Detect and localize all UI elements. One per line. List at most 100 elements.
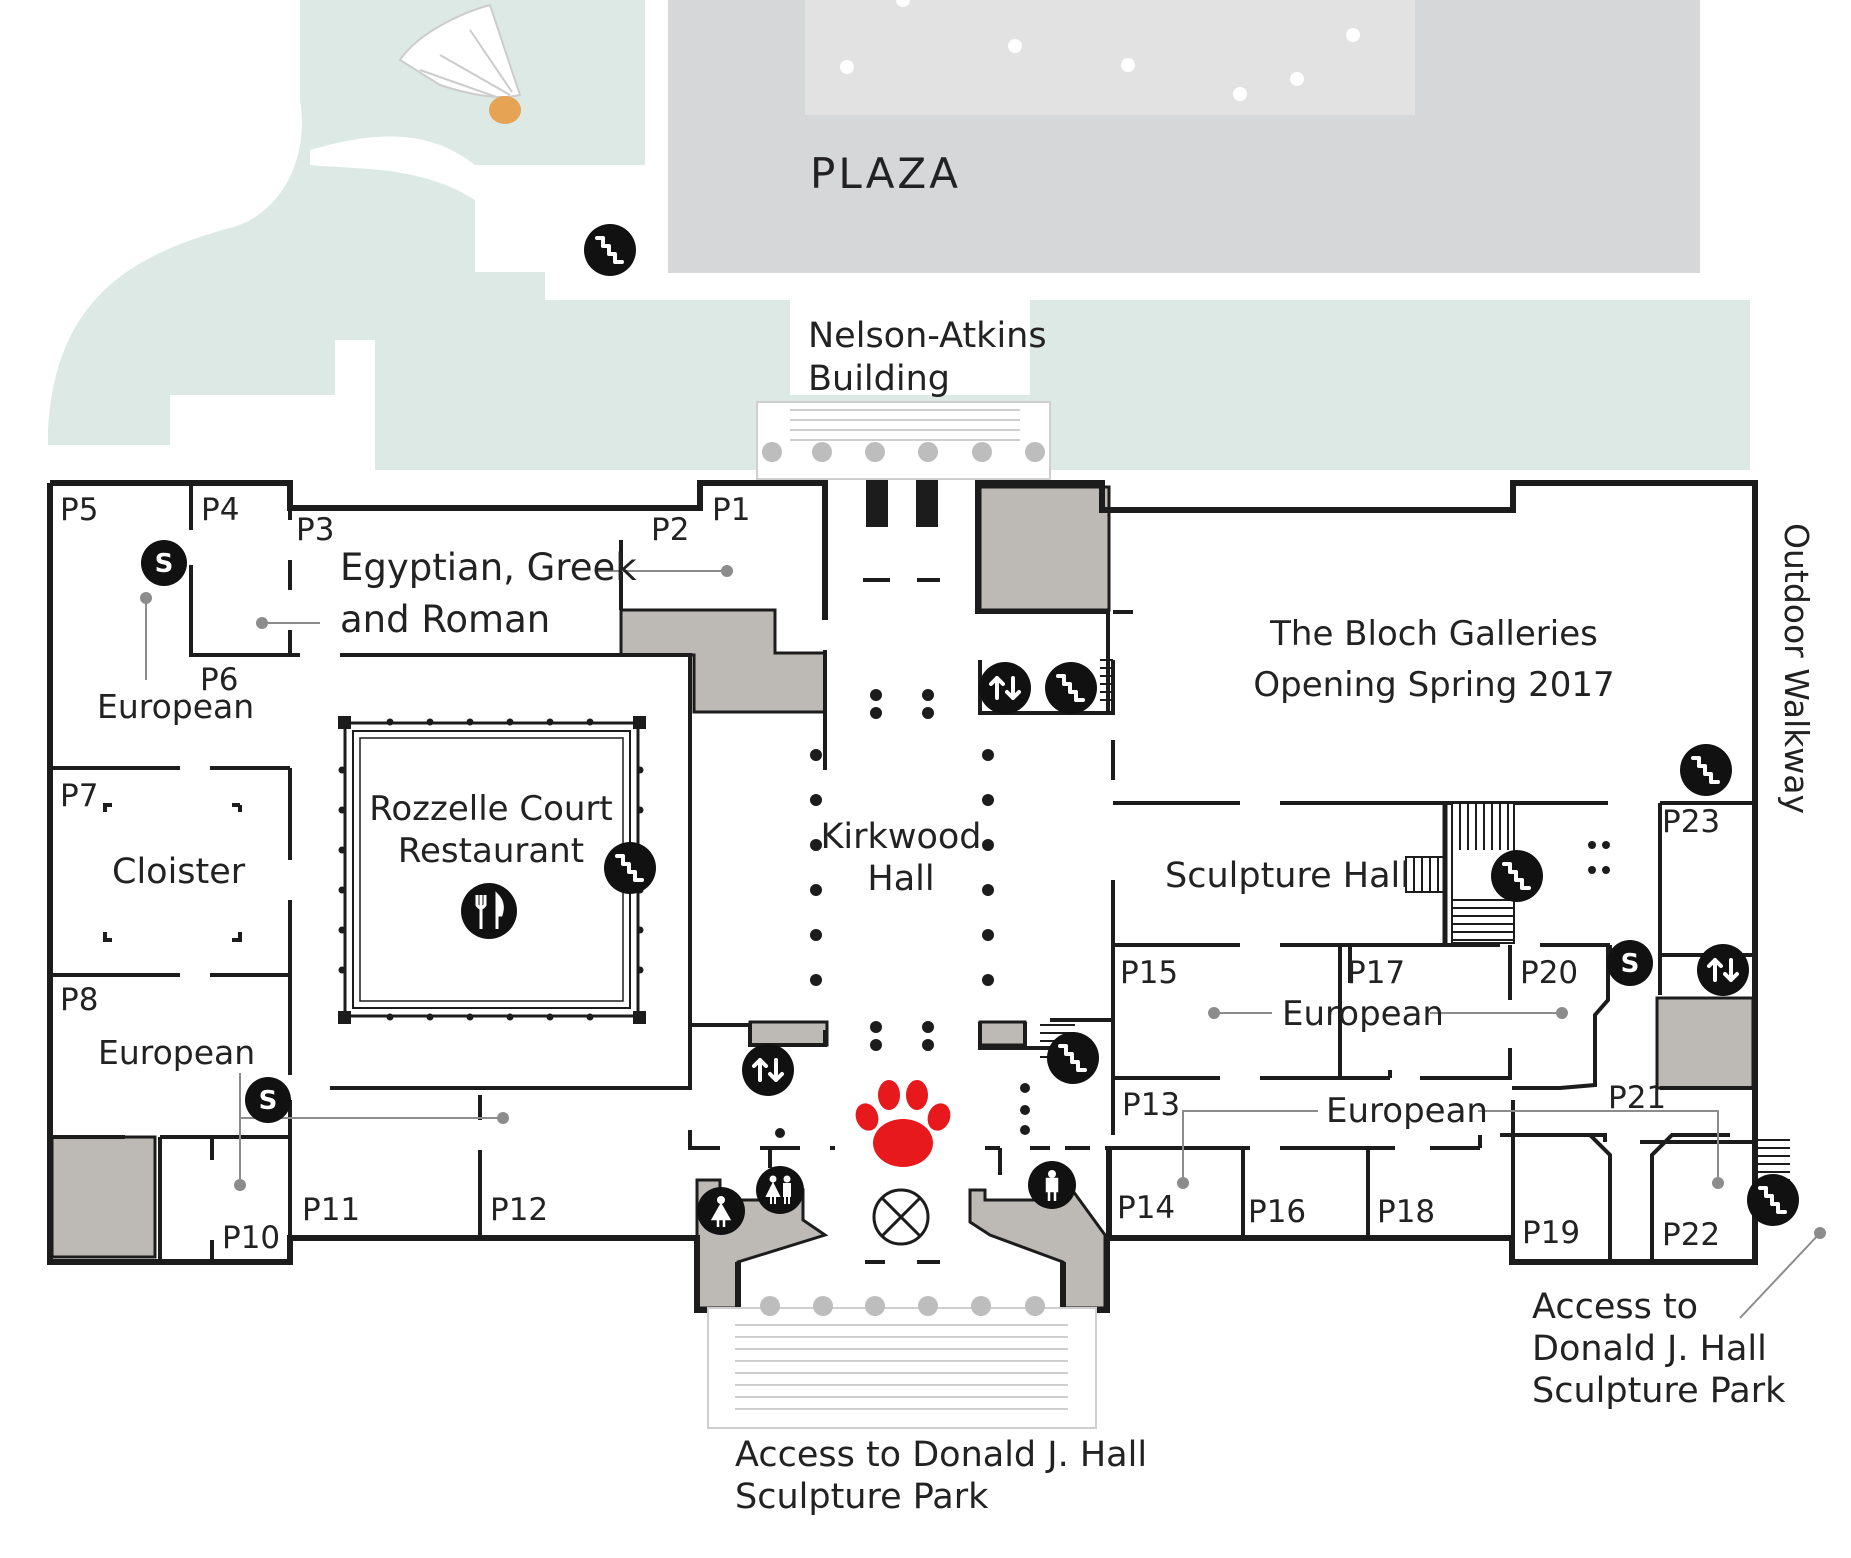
stairs-icon[interactable] xyxy=(1680,744,1732,796)
column-dot xyxy=(1020,1083,1030,1093)
gallery-p3[interactable]: P3 xyxy=(296,512,334,548)
shuttlecock-sculpture-icon xyxy=(398,3,522,124)
stairs-icon[interactable] xyxy=(584,224,636,276)
european-p17-label: European xyxy=(1282,994,1444,1034)
stairs-icon[interactable] xyxy=(1047,1032,1099,1084)
gallery-p17[interactable]: P17 xyxy=(1347,955,1405,991)
column-dot xyxy=(1588,841,1596,849)
gallery-p4[interactable]: P4 xyxy=(201,492,239,528)
column-dot xyxy=(810,794,822,806)
column-dot xyxy=(546,718,554,726)
svg-text:S: S xyxy=(259,1086,278,1116)
shop-icon[interactable]: S xyxy=(1607,940,1653,986)
stairs-icon[interactable] xyxy=(604,842,656,894)
access-south-label-2: Sculpture Park xyxy=(735,1477,989,1517)
column-dot xyxy=(982,749,994,761)
gallery-p19[interactable]: P19 xyxy=(1522,1215,1580,1251)
north-entrance-steps xyxy=(756,401,1051,480)
column-dot xyxy=(1602,841,1610,849)
bloch-label-2: Opening Spring 2017 xyxy=(1253,665,1614,705)
european-p6-label: European xyxy=(97,687,254,726)
callout-lines xyxy=(140,565,1826,1319)
gallery-p2[interactable]: P2 xyxy=(651,512,689,548)
column-dot xyxy=(338,846,346,854)
gallery-p23[interactable]: P23 xyxy=(1662,804,1720,840)
column-dot xyxy=(338,926,346,934)
egyptian-label-1: Egyptian, Greek xyxy=(340,546,637,589)
kirkwood-stair-hatches xyxy=(1040,659,1790,1189)
kirkwood-label-1: Kirkwood xyxy=(820,817,981,857)
column-dot xyxy=(506,718,514,726)
column-dot xyxy=(426,718,434,726)
column-dot xyxy=(338,766,346,774)
column-dot xyxy=(546,1013,554,1021)
gallery-p8[interactable]: P8 xyxy=(60,982,98,1018)
gallery-p14[interactable]: P14 xyxy=(1117,1190,1175,1226)
access-east-label-3: Sculpture Park xyxy=(1532,1371,1786,1411)
column-dot xyxy=(982,794,994,806)
column-dot xyxy=(1602,866,1610,874)
column-dot xyxy=(982,929,994,941)
gallery-p13[interactable]: P13 xyxy=(1122,1087,1180,1123)
sculpture-hall-label: Sculpture Hall xyxy=(1165,856,1410,896)
access-south-label-1: Access to Donald J. Hall xyxy=(735,1435,1147,1475)
column-dot xyxy=(466,718,474,726)
column-dot xyxy=(636,806,644,814)
gallery-p18[interactable]: P18 xyxy=(1377,1194,1435,1230)
column-dot xyxy=(922,689,934,701)
stairs-icon[interactable] xyxy=(1045,662,1097,714)
column-dot xyxy=(338,806,346,814)
column-dot xyxy=(810,974,822,986)
elevator-icon[interactable] xyxy=(742,1044,794,1096)
column-dot xyxy=(810,839,822,851)
gallery-p15[interactable]: P15 xyxy=(1120,955,1178,991)
gallery-p12[interactable]: P12 xyxy=(490,1192,548,1228)
rozzelle-label-2: Restaurant xyxy=(398,831,584,871)
bloch-label-1: The Bloch Galleries xyxy=(1269,614,1598,654)
shop-icon[interactable]: S xyxy=(245,1077,291,1123)
nelson-atkins-label-2: Building xyxy=(808,359,950,399)
gallery-p16[interactable]: P16 xyxy=(1248,1194,1306,1230)
restaurant-icon[interactable] xyxy=(461,883,517,939)
restroom-family-icon[interactable] xyxy=(756,1166,804,1214)
plaza-fountain-jets xyxy=(840,0,1360,101)
kirkwood-hall-columns xyxy=(775,689,1610,1138)
south-entrance-steps xyxy=(707,1296,1097,1429)
column-dot xyxy=(1588,866,1596,874)
stairs-icon[interactable] xyxy=(1491,850,1543,902)
column-dot xyxy=(386,1013,394,1021)
column-dot xyxy=(426,1013,434,1021)
column-dot xyxy=(922,1021,934,1033)
column-dot xyxy=(586,1013,594,1021)
restroom-women-icon[interactable] xyxy=(697,1187,745,1235)
column-dot xyxy=(338,966,346,974)
plaza-label: PLAZA xyxy=(810,149,961,198)
elevator-icon[interactable] xyxy=(979,662,1031,714)
gallery-p10[interactable]: P10 xyxy=(222,1220,280,1256)
svg-text:S: S xyxy=(155,549,174,579)
stairs-icon[interactable] xyxy=(1747,1174,1799,1226)
outdoor-walkway-label: Outdoor Walkway xyxy=(1777,523,1816,814)
gallery-p7[interactable]: P7 xyxy=(60,778,98,814)
column-dot xyxy=(982,974,994,986)
gallery-p1[interactable]: P1 xyxy=(712,492,750,528)
column-dot xyxy=(870,1021,882,1033)
access-east-label-1: Access to xyxy=(1532,1287,1698,1327)
gallery-p22[interactable]: P22 xyxy=(1662,1217,1720,1253)
column-dot xyxy=(810,749,822,761)
gallery-p20[interactable]: P20 xyxy=(1520,955,1578,991)
gallery-p5[interactable]: P5 xyxy=(60,492,98,528)
gallery-p11[interactable]: P11 xyxy=(302,1192,360,1228)
column-dot xyxy=(922,1039,934,1051)
column-dot xyxy=(338,886,346,894)
gallery-p6[interactable]: P6 xyxy=(200,662,238,698)
svg-text:S: S xyxy=(1621,949,1640,979)
gallery-p21[interactable]: P21 xyxy=(1608,1080,1666,1116)
elevator-icon[interactable] xyxy=(1697,944,1749,996)
shop-icon[interactable]: S xyxy=(141,540,187,586)
information-desk-icon[interactable] xyxy=(872,1188,930,1246)
cloister-label: Cloister xyxy=(112,852,246,892)
column-dot xyxy=(636,966,644,974)
restroom-men-icon[interactable] xyxy=(1028,1161,1076,1209)
